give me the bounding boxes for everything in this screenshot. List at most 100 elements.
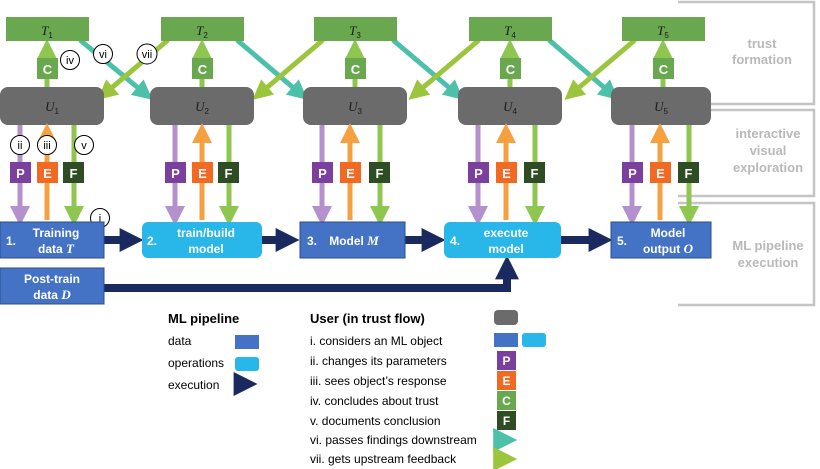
user-node-u3 xyxy=(303,87,407,125)
svg-text:data T: data T xyxy=(38,241,75,256)
teal-arrow-downstream xyxy=(78,38,153,100)
svg-text:T3: T3 xyxy=(349,23,361,40)
svg-text:C: C xyxy=(351,62,361,77)
pipeline-step-1-training-data xyxy=(0,221,105,259)
band-explore-line2: visual xyxy=(750,143,787,158)
svg-text:F: F xyxy=(503,414,510,428)
response-box-e xyxy=(340,162,361,183)
column-2: T2 C U2 P E F xyxy=(150,17,254,226)
callout-v xyxy=(74,135,94,155)
band-trust-line1: trust xyxy=(748,36,778,51)
callout-vi xyxy=(93,44,113,64)
svg-text:P: P xyxy=(502,354,510,368)
svg-text:3.: 3. xyxy=(307,234,317,248)
svg-text:data D: data D xyxy=(33,287,71,302)
svg-text:4.: 4. xyxy=(450,234,460,248)
teal-arrow-downstream xyxy=(235,38,308,100)
svg-text:operations: operations xyxy=(168,356,224,370)
band-explore-line3: exploration xyxy=(733,160,803,175)
svg-text:data: data xyxy=(168,334,192,348)
response-box-e xyxy=(650,162,671,183)
svg-text:ii. changes its parameters: ii. changes its parameters xyxy=(310,354,447,368)
svg-text:train/build: train/build xyxy=(177,226,235,240)
svg-text:T2: T2 xyxy=(196,23,208,40)
svg-text:T1: T1 xyxy=(41,23,53,40)
svg-text:P: P xyxy=(628,166,637,181)
band-explore-line1: interactive xyxy=(735,126,800,141)
lime-arrow-upstream xyxy=(408,38,481,100)
param-box-p xyxy=(312,162,333,183)
document-box-f xyxy=(218,162,239,183)
svg-text:Training: Training xyxy=(33,226,80,240)
roman-callouts: iv vi vii ii iii v i xyxy=(10,43,158,228)
param-box-p xyxy=(468,162,489,183)
svg-text:Model M: Model M xyxy=(329,233,379,248)
svg-text:vi: vi xyxy=(99,49,107,61)
user-node-u1 xyxy=(0,87,104,125)
svg-text:C: C xyxy=(43,62,53,77)
response-box-e xyxy=(496,162,517,183)
pipeline-step-2-train-model xyxy=(142,222,262,258)
svg-text:execution: execution xyxy=(168,378,219,392)
band-brackets xyxy=(678,0,816,307)
trust-node-t1-letter: T xyxy=(41,23,49,38)
legend-operations-swatch xyxy=(235,357,259,371)
svg-text:T5: T5 xyxy=(657,23,669,40)
svg-text:iv. concludes about trust: iv. concludes about trust xyxy=(310,394,439,408)
document-box-f xyxy=(369,162,390,183)
svg-text:T4: T4 xyxy=(504,23,516,40)
legend-ml-pipeline: ML pipeline data operations execution xyxy=(168,311,259,396)
svg-text:U1: U1 xyxy=(45,99,59,116)
svg-text:iii. sees object’s response: iii. sees object’s response xyxy=(310,374,447,388)
svg-text:i. considers an ML object: i. considers an ML object xyxy=(310,334,443,348)
legend-data-swatch xyxy=(235,335,259,349)
svg-text:output O: output O xyxy=(643,241,694,256)
svg-text:P: P xyxy=(171,166,180,181)
param-box-p xyxy=(622,162,643,183)
svg-text:P: P xyxy=(474,166,483,181)
legend-f-swatch xyxy=(497,411,516,430)
svg-text:F: F xyxy=(70,166,78,181)
svg-text:vi. passes findings downstrea: vi. passes findings downstream xyxy=(310,433,477,447)
svg-text:U2: U2 xyxy=(195,99,209,116)
response-box-e xyxy=(37,162,58,183)
band-ml-line1: ML pipeline xyxy=(732,238,803,253)
svg-text:F: F xyxy=(531,166,539,181)
user-node-u5 xyxy=(611,87,711,125)
svg-text:model: model xyxy=(188,242,223,256)
svg-text:U3: U3 xyxy=(348,99,362,116)
svg-text:E: E xyxy=(502,166,511,181)
svg-text:2.: 2. xyxy=(147,234,157,248)
svg-text:C: C xyxy=(502,394,511,408)
legend-c-swatch xyxy=(497,391,516,410)
legend-user-title: User (in trust flow) xyxy=(310,311,425,326)
svg-text:E: E xyxy=(502,374,510,388)
conclude-box-c xyxy=(500,58,521,79)
column-4: T4 C U4 P E F xyxy=(458,17,562,226)
legend-p-swatch xyxy=(497,351,516,370)
legend-user: User (in trust flow) i. considers an ML … xyxy=(310,310,546,469)
svg-text:F: F xyxy=(685,166,693,181)
teal-arrow-downstream xyxy=(547,38,619,100)
lime-arrow-upstream xyxy=(564,38,637,100)
user-node-u2 xyxy=(150,87,254,125)
pipeline: 1. Training data T 2. train/build model … xyxy=(0,221,712,305)
svg-text:P: P xyxy=(318,166,327,181)
param-box-p xyxy=(10,162,31,183)
trust-node-t5 xyxy=(622,17,705,41)
svg-text:Post-train: Post-train xyxy=(24,272,80,286)
svg-text:F: F xyxy=(376,166,384,181)
svg-text:vii. gets upstream feedback: vii. gets upstream feedback xyxy=(310,452,457,466)
svg-text:E: E xyxy=(198,166,207,181)
trust-node-t2 xyxy=(161,17,244,41)
svg-text:vii: vii xyxy=(142,49,152,61)
post-train-data xyxy=(0,267,105,305)
document-box-f xyxy=(63,162,84,183)
svg-text:E: E xyxy=(656,166,665,181)
pipeline-step-4-execute-model xyxy=(444,222,561,258)
document-box-f xyxy=(678,162,699,183)
svg-text:E: E xyxy=(346,166,355,181)
svg-text:iii: iii xyxy=(43,140,50,152)
conclude-box-c xyxy=(653,58,674,79)
